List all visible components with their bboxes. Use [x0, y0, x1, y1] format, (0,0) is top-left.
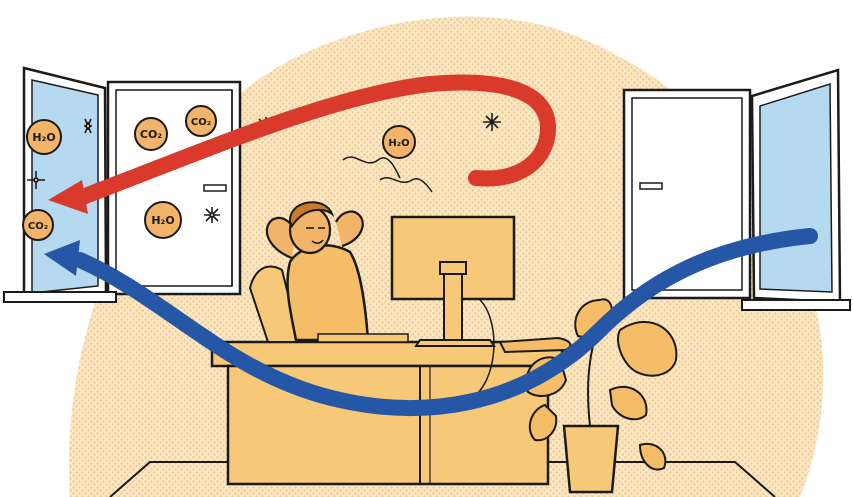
molecule-co2: CO₂: [23, 210, 53, 240]
molecule-h2o: H₂O: [145, 202, 181, 238]
molecule-label: H₂O: [32, 131, 55, 144]
molecule-label: H₂O: [388, 138, 409, 149]
molecule-label: CO₂: [191, 117, 211, 128]
molecule-label: CO₂: [140, 128, 162, 141]
molecule-h2o: H₂O: [383, 126, 415, 158]
molecule-label: H₂O: [151, 214, 174, 227]
sparkle-icon: [204, 207, 220, 223]
molecule-co2: CO₂: [186, 106, 216, 136]
molecule-co2: CO₂: [135, 118, 167, 150]
right-window: [624, 70, 850, 310]
molecule-label: CO₂: [28, 221, 48, 232]
molecule-h2o: H₂O: [27, 120, 61, 154]
